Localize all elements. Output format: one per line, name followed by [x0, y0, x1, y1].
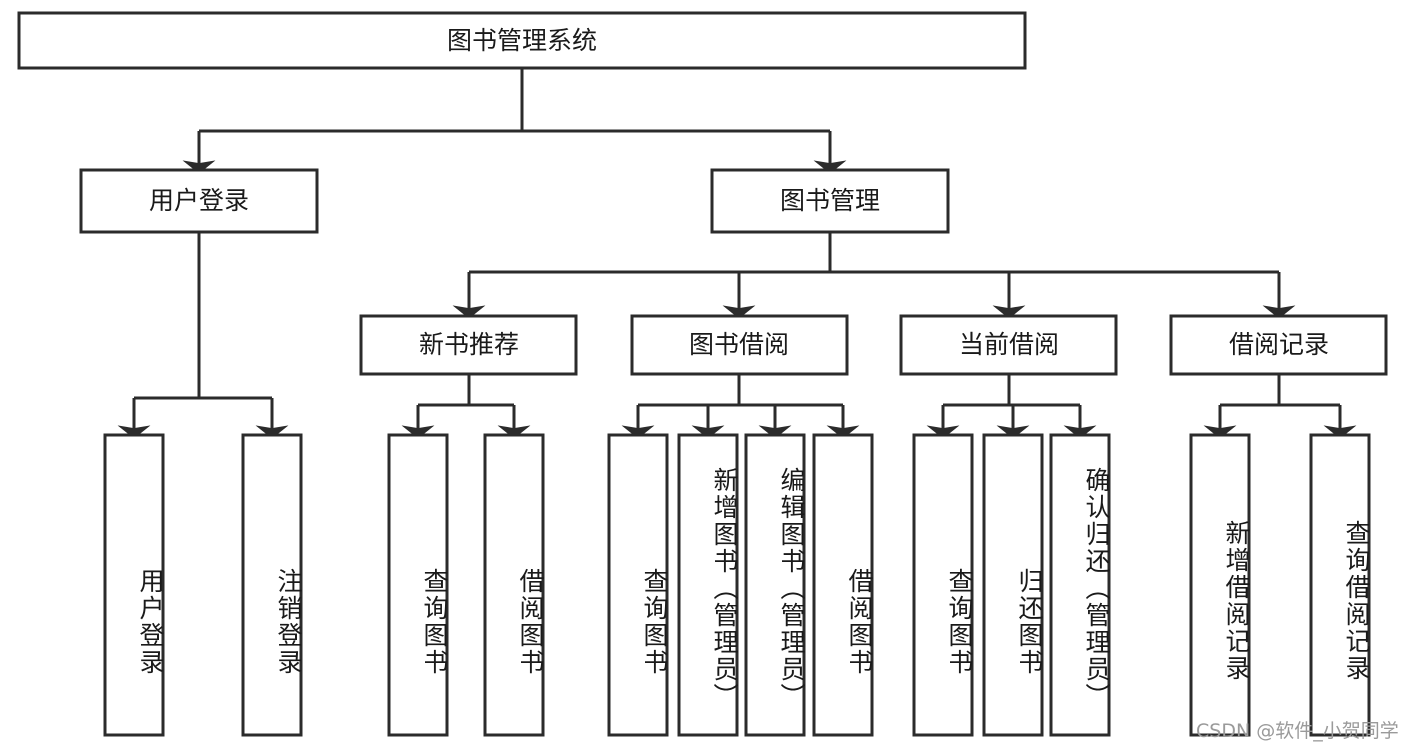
node-borrow-record[interactable]: 借阅记录 — [1169, 314, 1388, 376]
node-leaf-logout[interactable] — [241, 433, 303, 737]
node-leaf-confirm-return[interactable] — [1049, 433, 1111, 737]
node-leaf-query-record[interactable] — [1309, 433, 1371, 737]
node-leaf-query-book[interactable] — [607, 433, 669, 737]
node-book-borrow-label: 图书借阅 — [689, 330, 789, 359]
node-leaf-query-book-cur[interactable] — [912, 433, 974, 737]
node-book-manage-label: 图书管理 — [780, 186, 880, 215]
node-new-book-rec-label: 新书推荐 — [419, 330, 519, 359]
node-user-login-label: 用户登录 — [149, 186, 249, 215]
node-leaf-borrow-book-rec[interactable] — [483, 433, 545, 737]
node-leaf-add-record[interactable] — [1189, 433, 1251, 737]
node-book-borrow[interactable]: 图书借阅 — [630, 314, 849, 376]
connector-group-current-borrow — [926, 374, 1097, 439]
csdn-watermark: CSDN @软件_小贺同学 — [1196, 720, 1399, 742]
node-root[interactable]: 图书管理系统 — [17, 11, 1027, 70]
node-leaf-add-book[interactable] — [677, 433, 739, 737]
node-leaf-query-book-rec[interactable] — [387, 433, 449, 737]
node-leaf-return-book[interactable] — [982, 433, 1044, 737]
connector-group-root — [182, 68, 847, 174]
node-borrow-record-label: 借阅记录 — [1229, 330, 1329, 359]
node-current-borrow-label: 当前借阅 — [959, 330, 1059, 359]
leaf-rects — [103, 433, 1371, 737]
node-new-book-rec[interactable]: 新书推荐 — [359, 314, 578, 376]
node-leaf-user-login[interactable] — [103, 433, 165, 737]
connector-group-new-book-rec — [401, 374, 531, 439]
connector-group-user-login — [117, 232, 289, 439]
node-current-borrow[interactable]: 当前借阅 — [899, 314, 1118, 376]
node-user-login[interactable]: 用户登录 — [79, 168, 319, 234]
node-book-manage[interactable]: 图书管理 — [710, 168, 950, 234]
connector-group-borrow-record — [1203, 374, 1357, 439]
node-leaf-edit-book[interactable] — [744, 433, 806, 737]
node-leaf-borrow-book[interactable] — [812, 433, 874, 737]
connector-group-book-manage — [452, 232, 1296, 319]
connector-group-book-borrow — [621, 374, 860, 439]
node-root-label: 图书管理系统 — [447, 26, 597, 55]
